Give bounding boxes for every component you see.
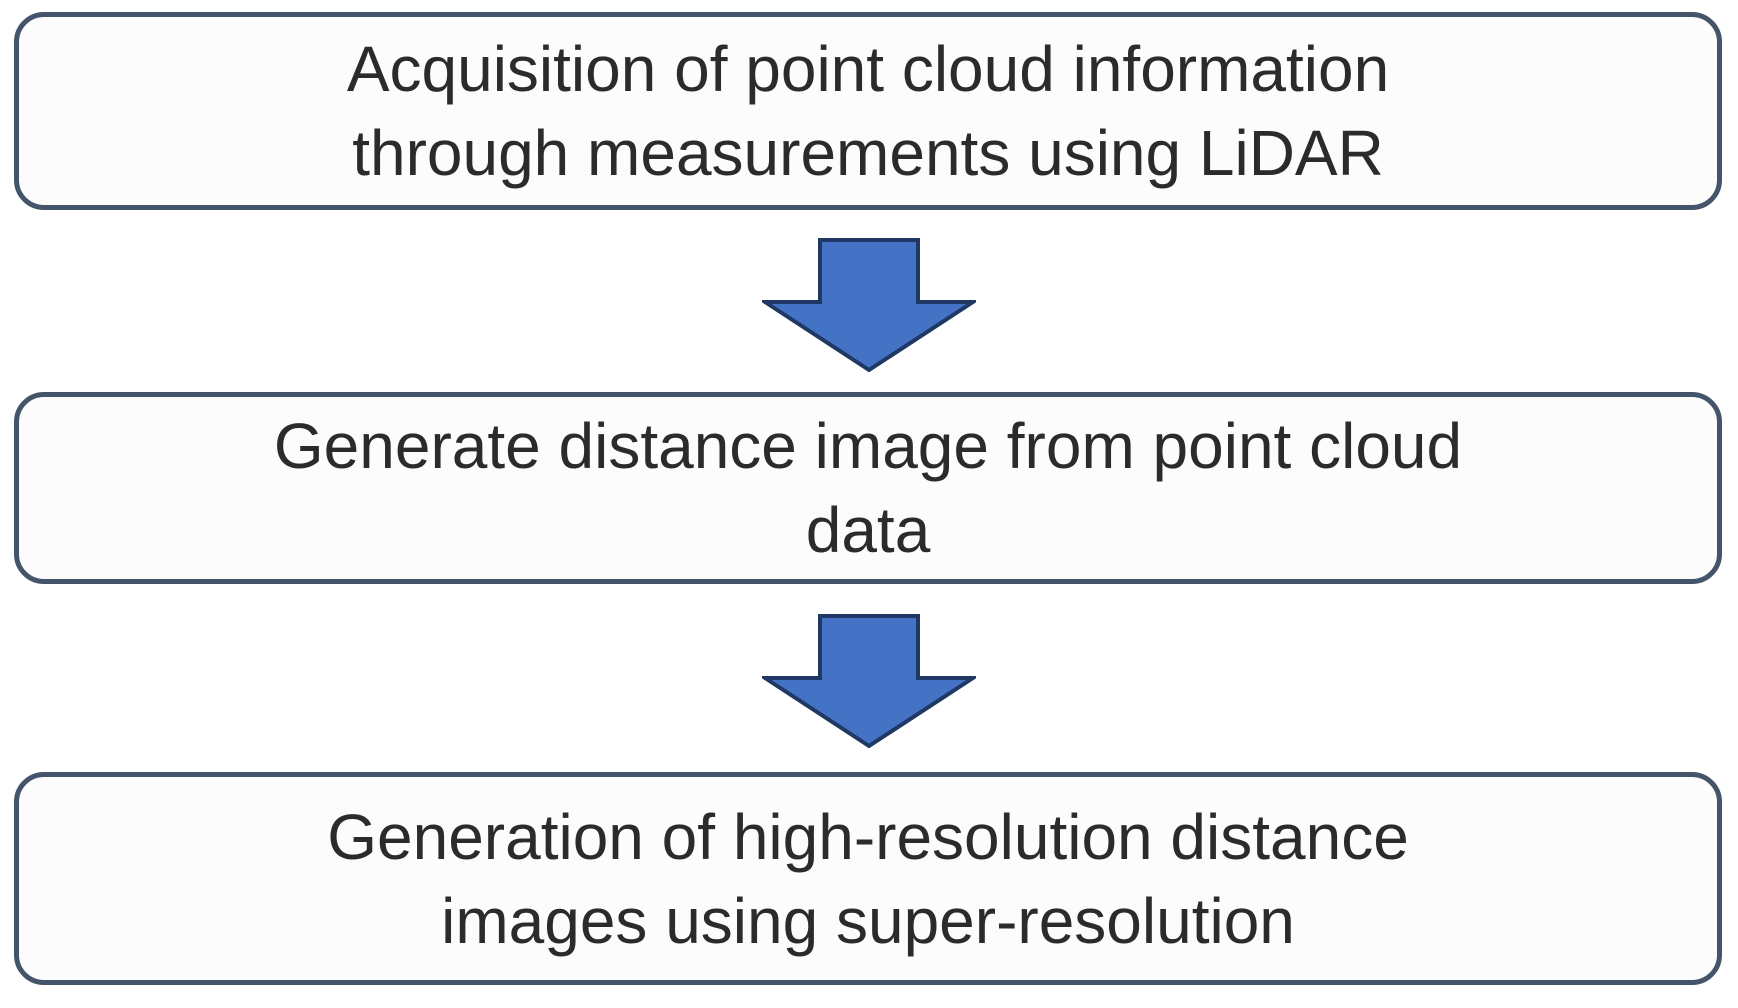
flow-step-distance-image: Generate distance image from point cloud…	[14, 392, 1722, 584]
flow-step-text-line: Generate distance image from point cloud	[273, 410, 1463, 482]
flow-step-text-line: Generation of high-resolution distance	[327, 800, 1409, 873]
down-arrow-icon	[762, 238, 976, 373]
flow-step-text-line: through measurements using LiDAR	[352, 117, 1384, 189]
flow-step-text-line: data	[805, 494, 931, 566]
down-arrow-icon	[762, 614, 976, 749]
flow-step-acquisition: Acquisition of point cloud information t…	[14, 12, 1722, 210]
flow-step-text-line: Acquisition of point cloud information	[346, 33, 1390, 105]
flow-step-super-resolution: Generation of high-resolution distance i…	[14, 772, 1722, 985]
flow-step-text-line: images using super-resolution	[441, 884, 1295, 957]
